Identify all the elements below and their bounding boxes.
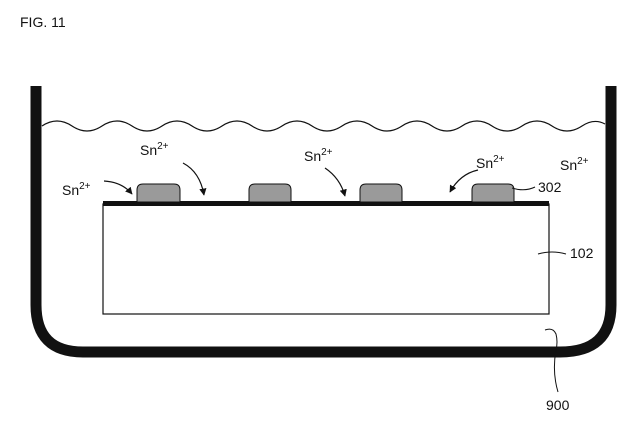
- tin-ion-label: Sn2+: [560, 156, 589, 173]
- tin-ion-label: Sn2+: [62, 181, 91, 198]
- arrow-icon: [324, 167, 347, 197]
- seed-layer: [103, 201, 549, 206]
- tin-ion-label: Sn2+: [304, 147, 333, 164]
- bath-reference-label: 900: [546, 397, 570, 413]
- arrow-icon: [182, 162, 207, 196]
- plating-bath-container: [30, 86, 617, 358]
- solder-bump: [136, 183, 181, 203]
- solder-bump: [471, 183, 515, 203]
- tin-ion-label: Sn2+: [140, 141, 169, 158]
- solution-surface-wave: [41, 120, 606, 132]
- bath-leader-line: [544, 328, 559, 393]
- solder-bump: [359, 183, 403, 203]
- figure-title: FIG. 11: [20, 14, 66, 30]
- tin-ion-label: Sn2+: [476, 154, 505, 171]
- bump-reference-label: 302: [538, 179, 562, 195]
- bump-leader-line: [511, 186, 536, 191]
- substrate-reference-label: 102: [570, 245, 594, 261]
- arrow-icon: [449, 169, 479, 193]
- ion-migration-arrows: [103, 162, 479, 197]
- arrow-icon: [103, 180, 133, 195]
- substrate-leader-line: [537, 251, 567, 255]
- solder-bumps: [136, 183, 515, 203]
- substrate-block: [102, 203, 550, 315]
- solder-bump: [248, 183, 292, 203]
